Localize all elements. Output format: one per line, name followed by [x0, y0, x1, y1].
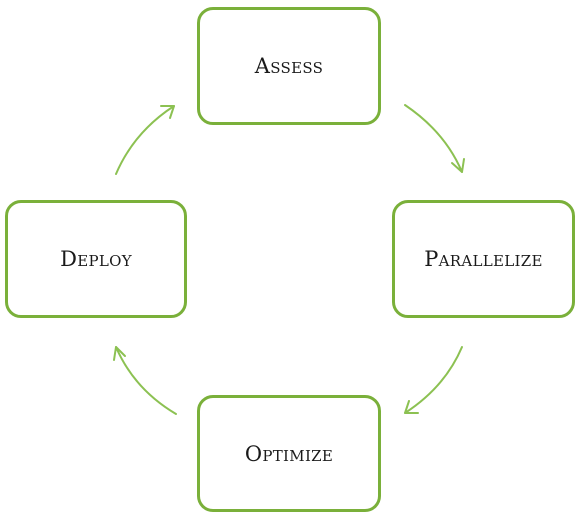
node-parallelize-label: Parallelize	[424, 247, 543, 271]
arrow-parallelize-to-optimize	[405, 347, 462, 413]
node-optimize: Optimize	[197, 395, 381, 512]
node-assess-label: Assess	[255, 54, 324, 78]
arrow-optimize-to-deploy	[114, 347, 176, 414]
arrow-assess-to-parallelize	[405, 105, 464, 172]
node-deploy: Deploy	[5, 200, 187, 318]
node-parallelize: Parallelize	[392, 200, 575, 318]
node-optimize-label: Optimize	[245, 442, 333, 466]
node-assess: Assess	[197, 7, 381, 125]
arrow-deploy-to-assess	[116, 106, 174, 174]
node-deploy-label: Deploy	[60, 247, 132, 271]
